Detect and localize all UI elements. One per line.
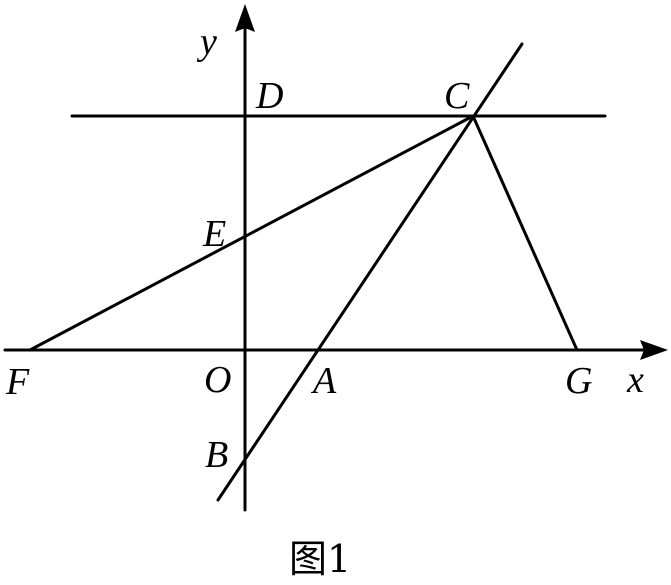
label-o: O (204, 359, 231, 401)
label-e: E (202, 213, 226, 255)
label-y: y (196, 21, 217, 63)
segment-c-g (471, 114, 579, 352)
segment-f-c (28, 114, 475, 352)
figure-lines (28, 42, 607, 502)
label-x: x (626, 359, 644, 401)
figure-caption: 图1 (289, 537, 351, 581)
y-axis-arrow (235, 4, 255, 32)
point-labels: y D C E F O A G x B (5, 21, 644, 476)
line-through-b-a-c (216, 42, 524, 502)
x-axis-arrow (640, 340, 668, 360)
label-b: B (205, 434, 228, 476)
label-a: A (310, 360, 337, 402)
axes (3, 4, 668, 512)
label-g: G (565, 360, 592, 402)
label-f: F (5, 361, 30, 403)
label-c: C (444, 75, 470, 117)
label-d: D (255, 75, 283, 117)
